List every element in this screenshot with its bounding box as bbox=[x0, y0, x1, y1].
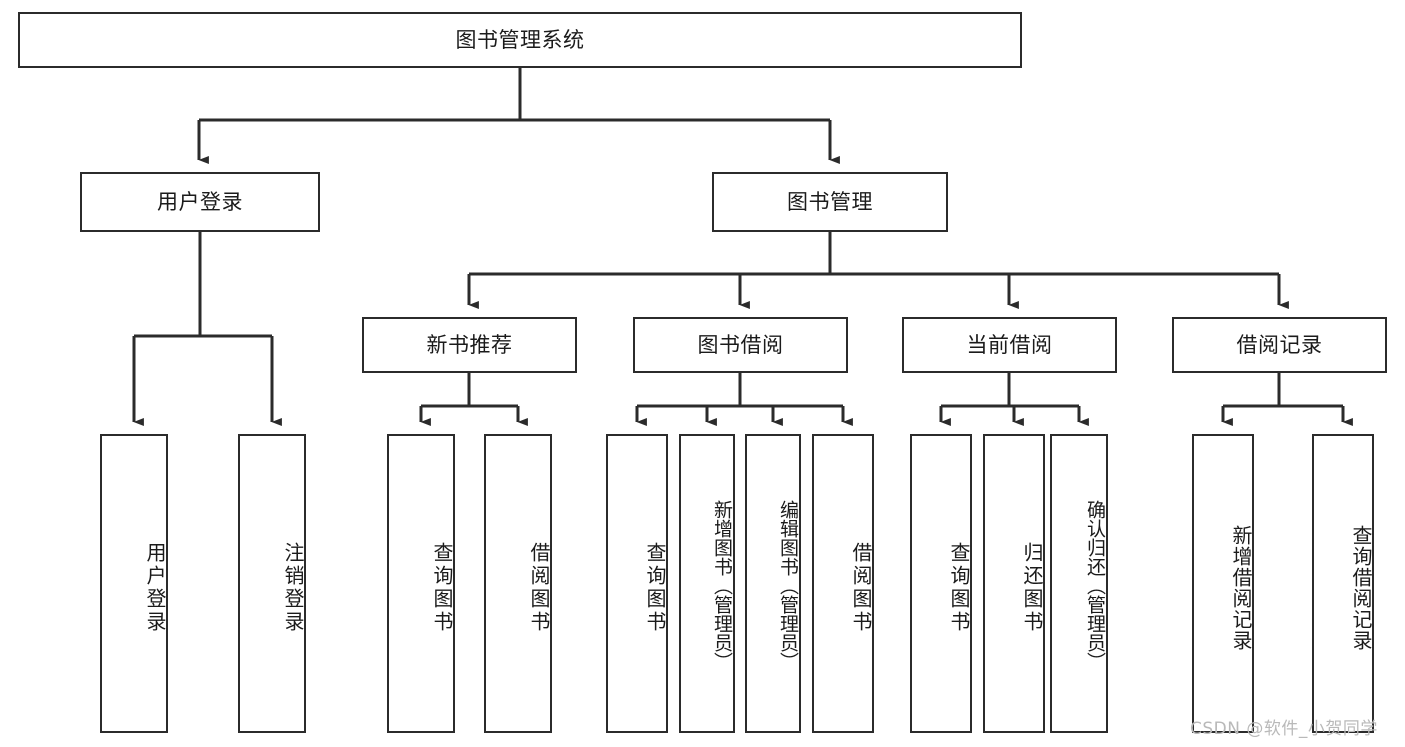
leaf-borrow-book-label: 借阅图书 bbox=[849, 541, 873, 634]
leaf-add-borrow-record[interactable]: 新增借阅记录 bbox=[1192, 434, 1254, 733]
leaf-query-book-current-label: 查询图书 bbox=[947, 541, 971, 634]
leaf-query-borrow-record-label: 查询借阅记录 bbox=[1349, 524, 1373, 651]
leaf-add-book-admin[interactable]: 新增图书（管理员） bbox=[679, 434, 735, 733]
leaf-confirm-return-admin[interactable]: 确认归还（管理员） bbox=[1050, 434, 1108, 733]
leaf-query-book-recommend[interactable]: 查询图书 bbox=[387, 434, 455, 733]
node-current-borrow-label: 当前借阅 bbox=[966, 332, 1053, 357]
node-root-label: 图书管理系统 bbox=[455, 27, 585, 52]
node-new-book-recommend-label: 新书推荐 bbox=[426, 332, 513, 357]
leaf-user-login-label: 用户登录 bbox=[143, 541, 167, 634]
node-book-management[interactable]: 图书管理 bbox=[712, 172, 948, 232]
leaf-edit-book-admin[interactable]: 编辑图书（管理员） bbox=[745, 434, 801, 733]
node-borrow-record[interactable]: 借阅记录 bbox=[1172, 317, 1387, 373]
csdn-watermark: CSDN @软件_小贺同学 bbox=[1190, 719, 1378, 739]
node-current-borrow[interactable]: 当前借阅 bbox=[902, 317, 1117, 373]
leaf-user-login[interactable]: 用户登录 bbox=[100, 434, 168, 733]
leaf-confirm-return-admin-label: 确认归还（管理员） bbox=[1084, 500, 1106, 671]
node-user-login[interactable]: 用户登录 bbox=[80, 172, 320, 232]
leaf-query-book-recommend-label: 查询图书 bbox=[430, 541, 454, 634]
leaf-query-borrow-record[interactable]: 查询借阅记录 bbox=[1312, 434, 1374, 733]
leaf-return-book[interactable]: 归还图书 bbox=[983, 434, 1045, 733]
leaf-edit-book-admin-label: 编辑图书（管理员） bbox=[777, 500, 799, 671]
leaf-borrow-book-recommend-label: 借阅图书 bbox=[527, 541, 551, 634]
node-borrow-record-label: 借阅记录 bbox=[1236, 332, 1323, 357]
leaf-add-book-admin-label: 新增图书（管理员） bbox=[711, 500, 733, 671]
leaf-add-borrow-record-label: 新增借阅记录 bbox=[1229, 524, 1253, 651]
node-root[interactable]: 图书管理系统 bbox=[18, 12, 1022, 68]
node-book-borrow-label: 图书借阅 bbox=[697, 332, 784, 357]
leaf-query-book-borrow-label: 查询图书 bbox=[643, 541, 667, 634]
node-book-management-label: 图书管理 bbox=[787, 189, 873, 214]
leaf-logout[interactable]: 注销登录 bbox=[238, 434, 306, 733]
leaf-borrow-book-recommend[interactable]: 借阅图书 bbox=[484, 434, 552, 733]
leaf-query-book-borrow[interactable]: 查询图书 bbox=[606, 434, 668, 733]
leaf-logout-label: 注销登录 bbox=[281, 541, 305, 634]
leaf-borrow-book[interactable]: 借阅图书 bbox=[812, 434, 874, 733]
leaf-return-book-label: 归还图书 bbox=[1020, 541, 1044, 634]
node-book-borrow[interactable]: 图书借阅 bbox=[633, 317, 848, 373]
node-user-login-label: 用户登录 bbox=[157, 189, 243, 214]
leaf-query-book-current[interactable]: 查询图书 bbox=[910, 434, 972, 733]
node-new-book-recommend[interactable]: 新书推荐 bbox=[362, 317, 577, 373]
